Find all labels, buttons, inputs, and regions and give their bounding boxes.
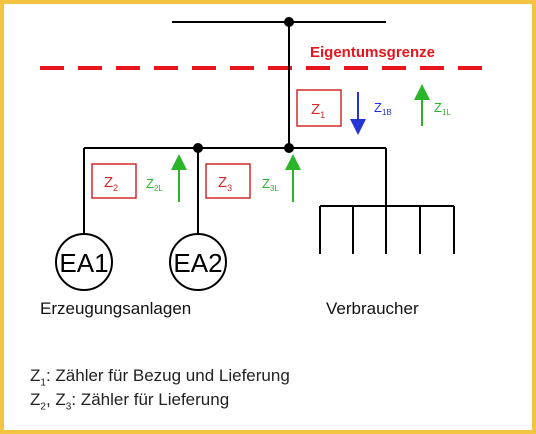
generator-ea1-label: EA1 (59, 248, 108, 278)
generator-ea2-label: EA2 (173, 248, 222, 278)
legend-line-2: Z2, Z3: Zähler für Lieferung (30, 390, 230, 413)
meter-z1-label: Z1 (311, 101, 325, 120)
ownership-boundary-label: Eigentumsgrenze (310, 44, 435, 61)
legend-line-1: Z1: Zähler für Bezug und Lieferung (30, 366, 290, 389)
generator-ea2-circle (169, 233, 227, 291)
meter-z2-label: Z2 (104, 174, 118, 193)
flow-z2l-label: Z2L (146, 176, 163, 193)
junction-main (284, 143, 294, 153)
meter-z3-box (205, 163, 251, 199)
meter-z3-label: Z3 (218, 174, 232, 193)
flow-z1b-label: Z1B (374, 100, 392, 117)
generators-label: Erzeugungsanlagen (40, 299, 191, 318)
meter-z1-box (296, 89, 342, 127)
flow-z3l-label: Z3L (262, 176, 279, 193)
meter-z2-box (91, 163, 137, 199)
consumers-label: Verbraucher (326, 299, 419, 318)
flow-z1l-label: Z1L (434, 100, 451, 117)
generator-ea1-circle (55, 233, 113, 291)
